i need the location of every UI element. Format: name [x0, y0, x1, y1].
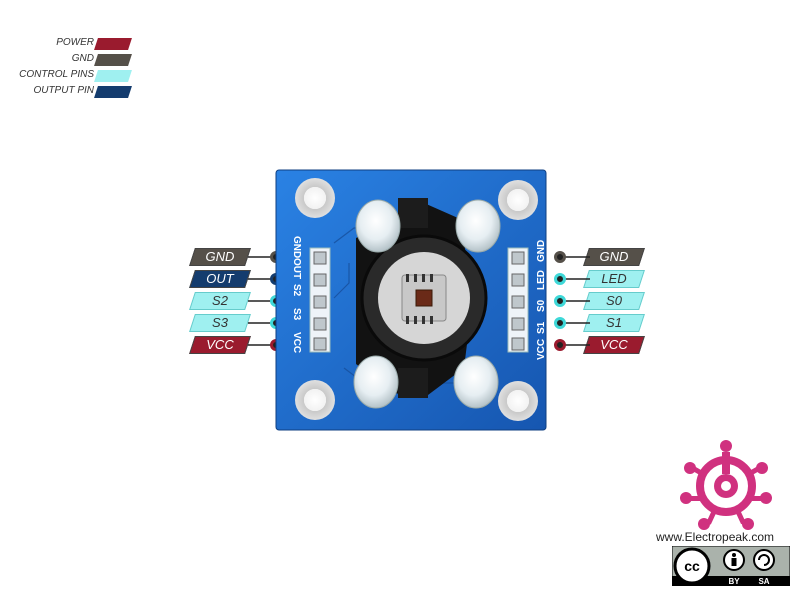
- legend-label: CONTROL PINS: [19, 69, 94, 80]
- white-led: [453, 355, 499, 409]
- cc-icon: [673, 547, 711, 585]
- cc-by-sa-badge-icon: cc BY SA: [672, 546, 790, 586]
- legend-item-output-pin: OUTPUT PIN: [0, 84, 140, 100]
- legend-item-control-pins: CONTROL PINS: [0, 68, 140, 84]
- white-led: [353, 355, 399, 409]
- svg-text:cc: cc: [684, 558, 700, 574]
- mounting-hole: [295, 178, 335, 218]
- pin-dot-gnd-right: [554, 251, 566, 263]
- pin-label: S3: [212, 315, 228, 330]
- mounting-hole: [295, 380, 335, 420]
- white-led: [355, 199, 401, 253]
- silk-label-right: S1: [536, 321, 547, 334]
- silk-label-right: S0: [536, 299, 547, 312]
- pin-label: GND: [205, 249, 235, 264]
- silk-label-right: LED: [536, 270, 547, 290]
- pin-dot-s1-right: [554, 317, 566, 329]
- silk-label-left: VCC: [291, 332, 302, 353]
- pin-label: GND: [599, 249, 629, 264]
- pin-label: OUT: [206, 271, 234, 286]
- sa-icon: [753, 549, 775, 571]
- website-link[interactable]: www.Electropeak.com: [656, 530, 775, 544]
- pin-dot-s0-right: [554, 295, 566, 307]
- tcs3200-die: [415, 289, 433, 307]
- pin-label: S1: [606, 315, 622, 330]
- cc-by-label: BY: [728, 577, 740, 586]
- legend-label: GND: [71, 53, 94, 64]
- lens-holder-bottom: [398, 368, 428, 398]
- silk-label-left: OUT: [291, 258, 302, 279]
- legend-label: OUTPUT PIN: [33, 85, 94, 96]
- legend-label: POWER: [56, 37, 94, 48]
- lens-holder-top: [398, 198, 428, 228]
- silk-label-left: GND: [291, 236, 302, 258]
- mounting-hole: [498, 381, 538, 421]
- white-led: [455, 199, 501, 253]
- pin-label: VCC: [206, 337, 234, 352]
- pin-dot-vcc-right: [554, 339, 566, 351]
- electropeak-logo-icon: [680, 440, 772, 530]
- pin-dot-led-right: [554, 273, 566, 285]
- silk-label-right: GND: [536, 240, 547, 262]
- silk-label-right: VCC: [536, 339, 547, 360]
- pin-label: LED: [601, 271, 627, 286]
- cc-sa-label: SA: [758, 577, 769, 586]
- led-group: [353, 199, 501, 409]
- pin-label: S0: [606, 293, 622, 308]
- legend-item-gnd: GND: [0, 52, 140, 68]
- pin-label: S2: [212, 293, 228, 308]
- pin-label: VCC: [600, 337, 628, 352]
- mounting-hole: [498, 180, 538, 220]
- color-sensor-board: GND OUT S2 S3 VCC VCC S1 S0 LED GND: [275, 169, 547, 431]
- silk-label-left: S3: [291, 308, 302, 321]
- silk-label-left: S2: [291, 284, 302, 297]
- legend-item-power: POWER: [0, 36, 140, 52]
